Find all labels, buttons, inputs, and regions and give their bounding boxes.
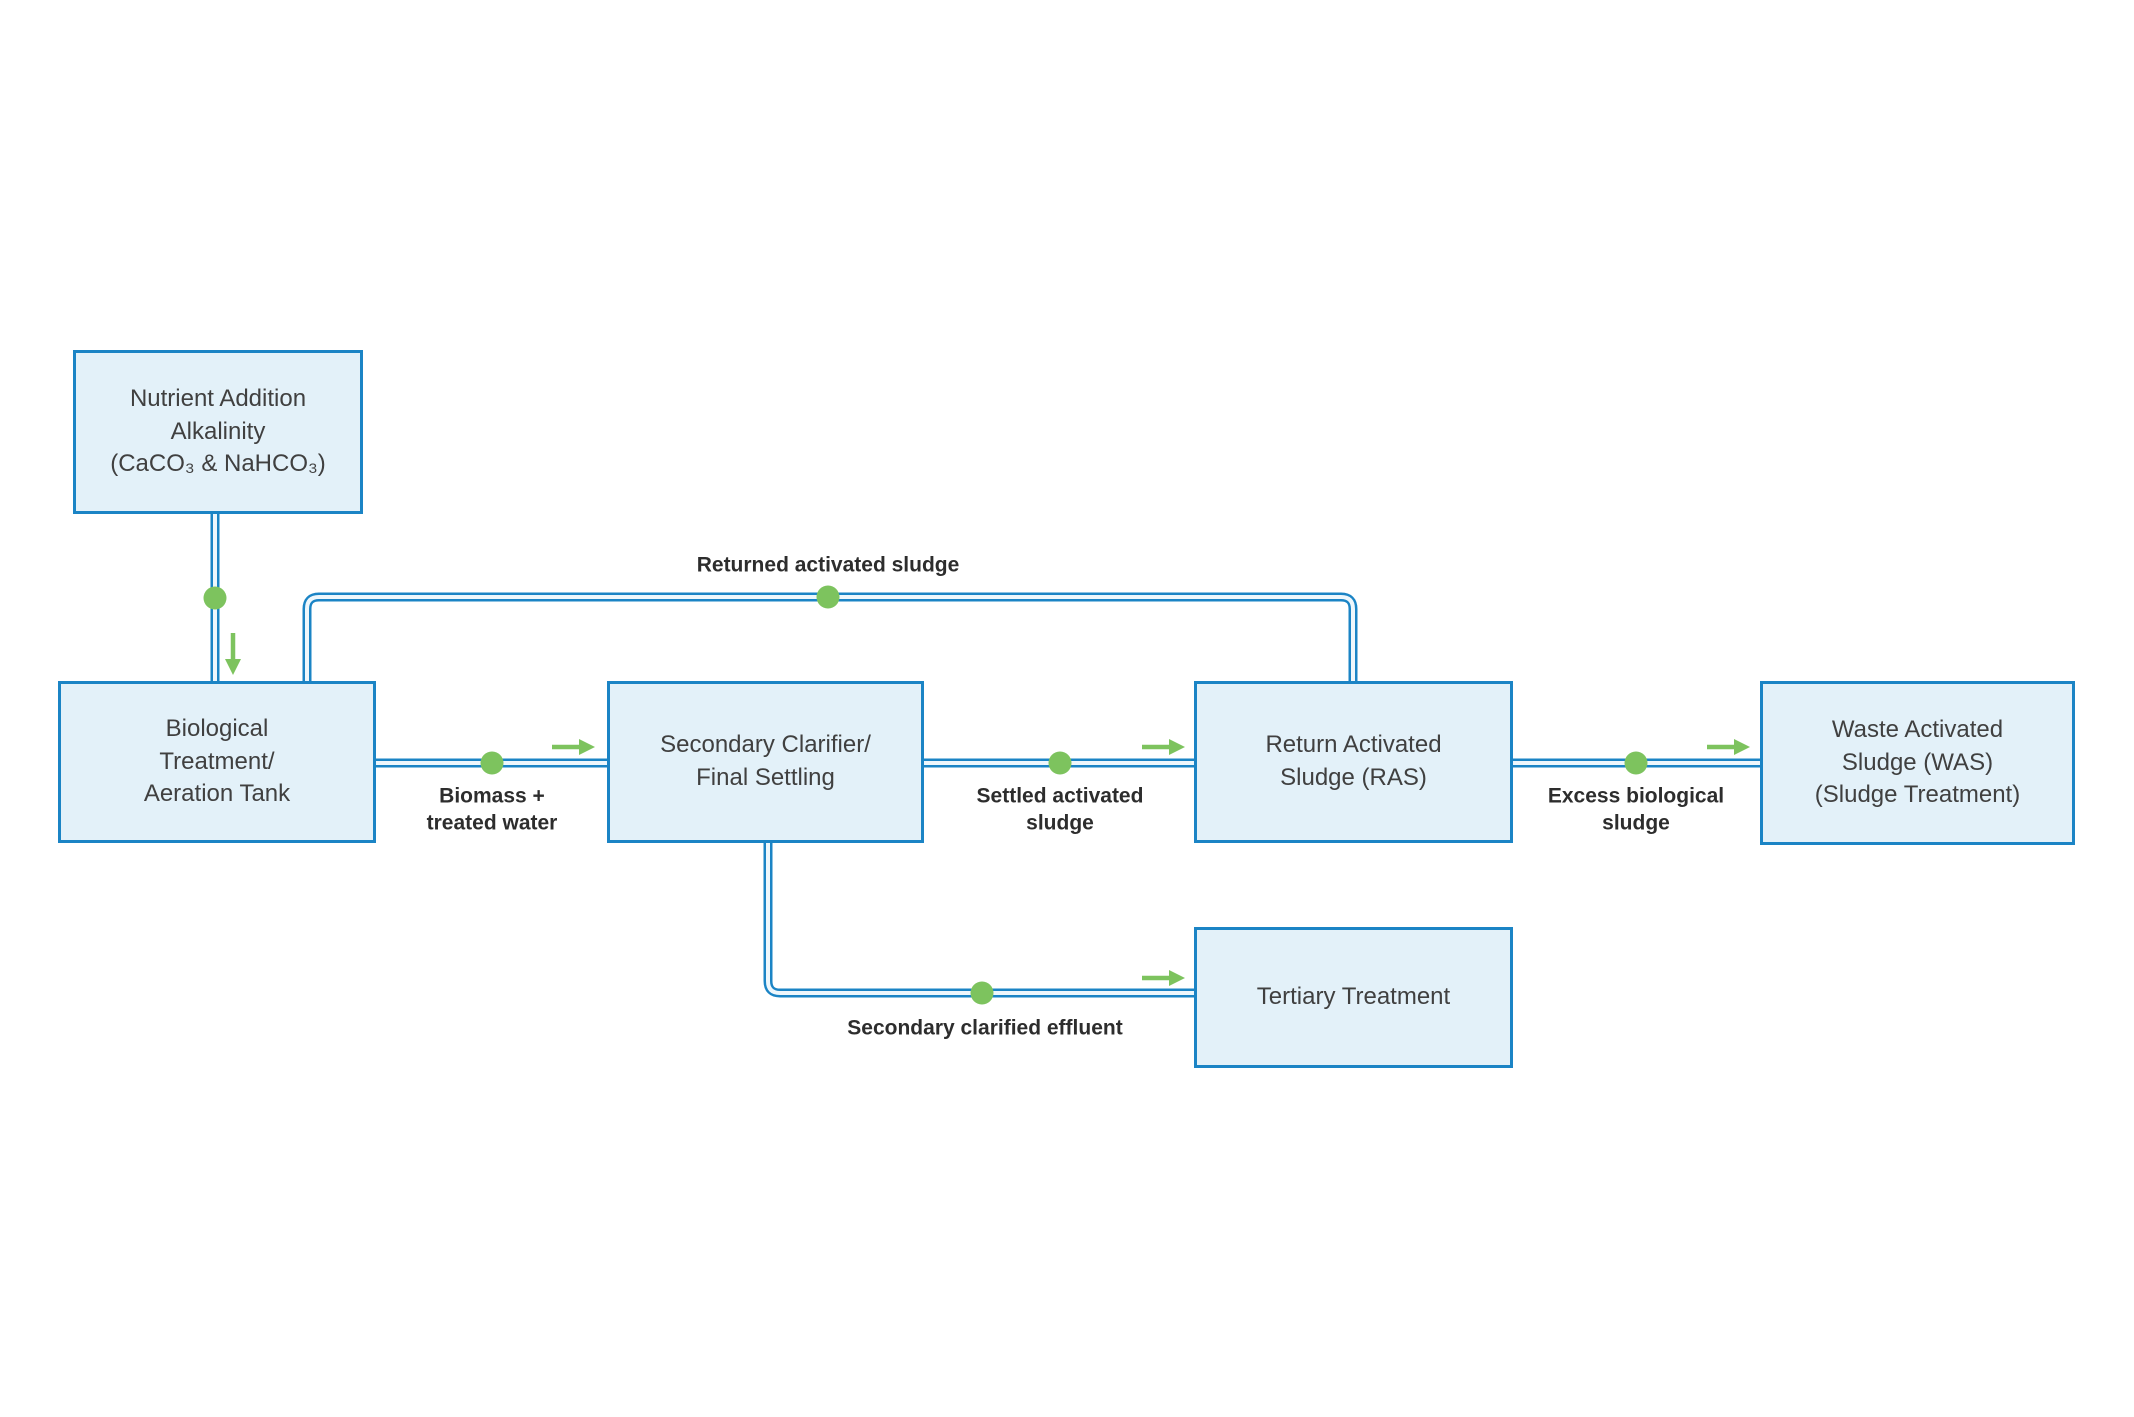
flow-dot-icon — [1048, 751, 1072, 775]
edge-label-settled-activated-sludge: Settled activated sludge — [976, 784, 1144, 835]
node-label: Tertiary Treatment — [1256, 983, 1451, 1011]
node-secondary-clarifier: Secondary Clarifier/ Final Settling — [607, 681, 924, 843]
arrow-right-icon — [1142, 970, 1185, 986]
node-waste-activated-sludge: Waste Activated Sludge (WAS) (Sludge Tre… — [1760, 681, 2075, 845]
node-nutrient-addition: Nutrient Addition Alkalinity (CaCO₃ & Na… — [73, 350, 363, 514]
flow-dot-icon — [816, 585, 840, 609]
node-biological-treatment: Biological Treatment/ Aeration Tank — [58, 681, 376, 843]
edge-ras-return-to-biological — [302, 585, 1358, 683]
node-tertiary-treatment: Tertiary Treatment — [1194, 927, 1513, 1068]
edge-clarifier-to-ras — [922, 739, 1196, 775]
edge-label-returned-activated-sludge: Returned activated sludge — [696, 553, 960, 577]
arrow-down-icon — [225, 633, 241, 675]
flow-dot-icon — [970, 981, 994, 1005]
flow-dot-icon — [480, 751, 504, 775]
arrow-right-icon — [1707, 739, 1750, 755]
node-label: Biological Treatment/ Aeration Tank — [143, 715, 291, 808]
node-label: Return Activated Sludge (RAS) — [1265, 731, 1442, 791]
arrow-right-icon — [552, 739, 595, 755]
edge-label-biomass-treated-water: Biomass + treated water — [426, 784, 558, 835]
node-return-activated-sludge: Return Activated Sludge (RAS) — [1194, 681, 1513, 843]
flow-dot-icon — [203, 586, 227, 610]
edge-label-excess-biological-sludge: Excess biological sludge — [1547, 784, 1725, 835]
node-label: Secondary Clarifier/ Final Settling — [660, 731, 871, 791]
edge-clarifier-to-tertiary — [763, 841, 1196, 1005]
edge-ras-to-was — [1511, 739, 1762, 775]
edge-nutrient-to-biological — [203, 513, 241, 683]
edge-biological-to-clarifier — [374, 739, 610, 775]
flow-dot-icon — [1624, 751, 1648, 775]
node-label: Waste Activated Sludge (WAS) (Sludge Tre… — [1814, 716, 2021, 809]
arrow-right-icon — [1142, 739, 1185, 755]
node-label: Nutrient Addition Alkalinity (CaCO₃ & Na… — [110, 385, 326, 478]
edge-label-secondary-clarified-effluent: Secondary clarified effluent — [847, 1016, 1123, 1040]
